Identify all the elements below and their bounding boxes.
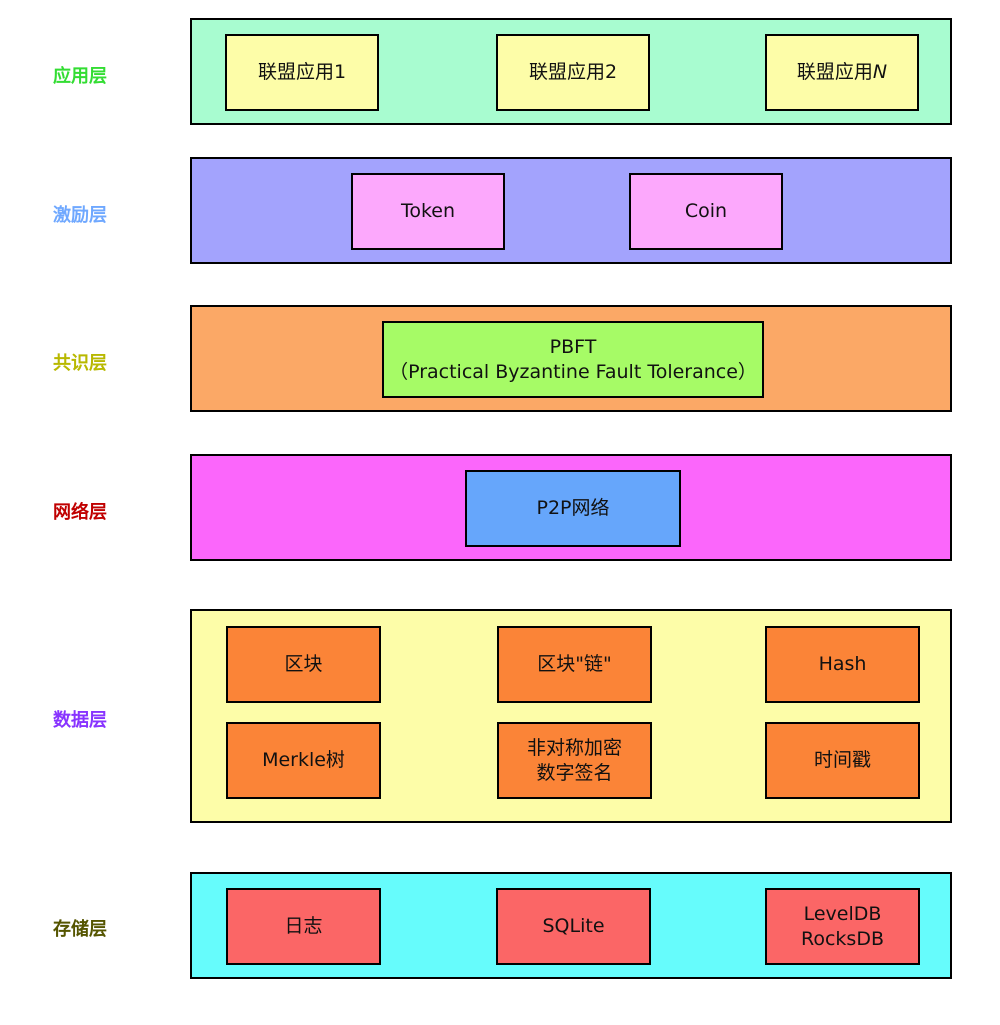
block-label: 区块 — [284, 653, 323, 676]
layer-band-storage: 日志 SQLite LevelDB RocksDB — [190, 872, 952, 979]
layer-band-consensus: PBFT （Practical Byzantine Fault Toleranc… — [190, 305, 952, 412]
token-box: Token — [351, 173, 505, 250]
layer-label-incentive: 激励层 — [53, 205, 107, 226]
app-box-n-label: 联盟应用 — [796, 61, 873, 84]
app-box-n-wrap: 联盟应用N — [797, 60, 887, 85]
layer-label-storage: 存储层 — [53, 919, 107, 940]
timestamp-box: 时间戳 — [765, 722, 920, 799]
sqlite-box: SQLite — [496, 888, 651, 965]
layer-label-consensus: 共识层 — [53, 353, 107, 374]
layer-label-app: 应用层 — [53, 66, 107, 87]
kvdb-box: LevelDB RocksDB — [765, 888, 920, 965]
p2p-box: P2P网络 — [465, 470, 681, 547]
block-box: 区块 — [226, 626, 381, 703]
blockchain-box: 区块"链" — [497, 626, 652, 703]
layer-label-network: 网络层 — [53, 502, 107, 523]
layer-label-data: 数据层 — [53, 710, 107, 731]
hash-box: Hash — [765, 626, 920, 703]
pbft-subtitle: （Practical Byzantine Fault Tolerance） — [389, 360, 757, 383]
crypto-box: 非对称加密 数字签名 — [497, 722, 652, 799]
token-label: Token — [400, 200, 456, 223]
merkle-label: Merkle树 — [262, 749, 345, 772]
app-box-2-label: 联盟应用2 — [528, 61, 618, 84]
sqlite-label: SQLite — [542, 915, 605, 938]
layer-band-network: P2P网络 — [190, 454, 952, 561]
timestamp-label: 时间戳 — [813, 749, 871, 772]
p2p-label: P2P网络 — [536, 497, 610, 520]
app-box-2: 联盟应用2 — [496, 34, 650, 111]
crypto-line2: 数字签名 — [536, 761, 613, 784]
merkle-box: Merkle树 — [226, 722, 381, 799]
crypto-line1: 非对称加密 — [526, 736, 622, 759]
rocksdb-label: RocksDB — [801, 927, 884, 950]
log-label: 日志 — [284, 915, 323, 938]
layer-band-data: 区块 区块"链" Hash Merkle树 非对称加密 数字签名 时间戳 — [190, 609, 952, 823]
pbft-title: PBFT — [549, 335, 597, 358]
layer-band-app: 联盟应用1 联盟应用2 联盟应用N — [190, 18, 952, 125]
leveldb-label: LevelDB — [803, 902, 882, 925]
pbft-box: PBFT （Practical Byzantine Fault Toleranc… — [382, 321, 764, 398]
app-box-n-suffix: N — [872, 61, 888, 84]
app-box-n: 联盟应用N — [765, 34, 919, 111]
blockchain-label: 区块"链" — [537, 653, 612, 676]
layer-band-incentive: Token Coin — [190, 157, 952, 264]
hash-label: Hash — [818, 653, 867, 676]
log-box: 日志 — [226, 888, 381, 965]
app-box-1: 联盟应用1 — [225, 34, 379, 111]
app-box-1-label: 联盟应用1 — [257, 61, 347, 84]
coin-box: Coin — [629, 173, 783, 250]
coin-label: Coin — [684, 200, 728, 223]
